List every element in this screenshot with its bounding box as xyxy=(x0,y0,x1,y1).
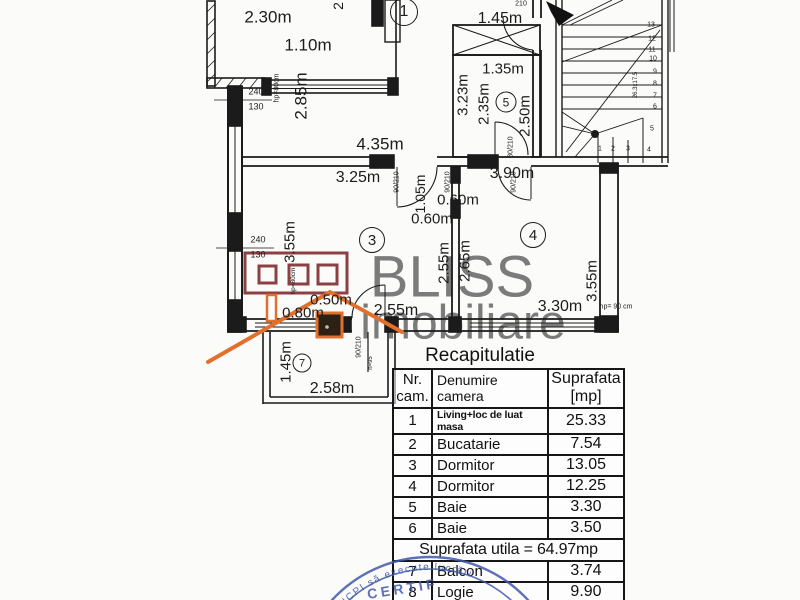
recap-cell-nr: 6 xyxy=(392,516,433,540)
stair-step-number: 5 xyxy=(650,125,654,133)
dimension-label: 0.60m xyxy=(437,191,479,209)
room-number-circle: 5 xyxy=(495,91,517,113)
stair-step-number: 3 xyxy=(626,145,630,153)
stair-step-number: 10 xyxy=(649,55,657,63)
dimension-label: 90/210 xyxy=(355,336,363,358)
dimension-label: 210 xyxy=(515,0,527,8)
dimension-label: 26.3x17.5 xyxy=(633,71,639,99)
recap-title: Recapitulatie xyxy=(425,345,535,366)
dimension-label: 2.35m xyxy=(475,83,493,125)
recap-cell-name: Dormitor xyxy=(431,474,549,498)
recap-cell-nr: 3 xyxy=(392,453,433,477)
dimension-label: 1.35m xyxy=(482,60,524,78)
dimension-label: 130 xyxy=(250,249,266,260)
recap-cell-nr: 5 xyxy=(392,495,433,519)
recap-cell-name: Bucatarie xyxy=(431,432,549,456)
room-number-circle: 4 xyxy=(520,222,546,248)
stair-step-number: 2 xyxy=(611,145,615,153)
stair-step-number: 12 xyxy=(648,35,656,43)
dimension-label: 2 xyxy=(330,2,346,10)
dimension-label: hp=80cm xyxy=(273,73,281,103)
dimension-label: 1.10m xyxy=(284,35,332,55)
dimension-label: 1.45m xyxy=(277,341,295,383)
dimension-label: 0.80m xyxy=(282,304,324,322)
dimension-label: 0.60m xyxy=(411,210,453,228)
recap-cell-nr: 1 xyxy=(392,406,433,435)
dimension-label: hp= 90 cm xyxy=(599,303,633,311)
dimension-label: h=95 xyxy=(368,356,374,370)
recap-header-row: Nr. cam. Denumire camera Suprafata [mp] xyxy=(392,368,625,409)
recap-cell-name: Baie xyxy=(431,495,549,519)
recap-cell-area: 9.90 xyxy=(547,580,625,600)
recap-cell-area: 25.33 xyxy=(547,406,625,435)
dimension-label: 2.55m xyxy=(435,242,453,284)
recap-header-nr: Nr. cam. xyxy=(392,368,433,409)
recap-cell-name: Baie xyxy=(431,516,549,540)
recap-cell-name: Logie xyxy=(431,580,549,600)
dimension-label: 130 xyxy=(248,101,264,112)
dimension-label: 1.05m xyxy=(412,174,428,214)
dimension-label: 2.30m xyxy=(244,7,292,27)
dimension-label: 80/210 xyxy=(507,136,515,158)
recap-cell-name: Dormitor xyxy=(431,453,549,477)
recap-table: Nr. cam. Denumire camera Suprafata [mp] … xyxy=(392,368,625,600)
dimension-label: 3.55m xyxy=(281,221,299,263)
recap-header-name: Denumire camera xyxy=(431,368,549,409)
recap-cell-nr: 2 xyxy=(392,432,433,456)
stair-step-number: 6 xyxy=(653,103,657,111)
dimension-label: 1.45m xyxy=(477,10,523,27)
dimension-label: 90/210 xyxy=(444,171,452,193)
recap-cell-area: 13.05 xyxy=(547,453,625,477)
dimension-label: hp=80cm xyxy=(289,267,297,295)
recap-subtotal-row: Suprafata utila = 64.97mp xyxy=(392,537,625,562)
recap-cell-area: 3.30 xyxy=(547,495,625,519)
stair-step-number: 9 xyxy=(653,68,657,76)
room-number-circle: 1 xyxy=(390,0,418,26)
dimension-label: 240 xyxy=(250,234,266,245)
dimension-label: 240 xyxy=(248,86,264,97)
dimension-label: 3.25m xyxy=(335,169,381,186)
stair-step-number: 1 xyxy=(598,145,602,153)
dimension-label: 2.65m xyxy=(456,240,474,282)
stair-step-number: 13 xyxy=(647,21,655,29)
recap-cell-area: 7.54 xyxy=(547,432,625,456)
stair-step-number: 11 xyxy=(648,46,656,54)
recap-cell-area: 3.74 xyxy=(547,559,625,583)
dimension-label: 3.30m xyxy=(537,298,583,315)
recap-header-area: Suprafata [mp] xyxy=(547,368,625,409)
recap-cell-nr: 8 xyxy=(392,580,433,600)
recap-cell-name: Balcon xyxy=(431,559,549,583)
stair-step-number: 8 xyxy=(653,80,657,88)
dimension-label: 3.55m xyxy=(583,260,601,302)
dimension-label: 90/210 xyxy=(510,171,518,193)
room-number-circle: 7 xyxy=(292,353,312,373)
stair-step-number: 7 xyxy=(653,92,657,100)
dimension-label: 2.85m xyxy=(291,72,311,120)
room-number-circle: 3 xyxy=(359,227,385,253)
dimension-label: 2.50m xyxy=(516,95,534,137)
recap-cell-area: 3.50 xyxy=(547,516,625,540)
dimension-label: 2.58m xyxy=(309,380,355,397)
recap-cell-name: Living+loc de luat masa xyxy=(431,406,549,435)
dimension-label: 90/210 xyxy=(393,171,401,193)
dimension-label: 3.23m xyxy=(454,74,472,116)
recap-cell-nr: 4 xyxy=(392,474,433,498)
dimension-label: 2.55m xyxy=(373,302,419,319)
dimension-label: 4.35m xyxy=(356,134,404,154)
recap-subtotal-row-text: Suprafata utila = 64.97mp xyxy=(392,537,625,562)
stair-step-number: 4 xyxy=(647,146,651,154)
recap-cell-area: 12.25 xyxy=(547,474,625,498)
recap-cell-nr: 7 xyxy=(392,559,433,583)
